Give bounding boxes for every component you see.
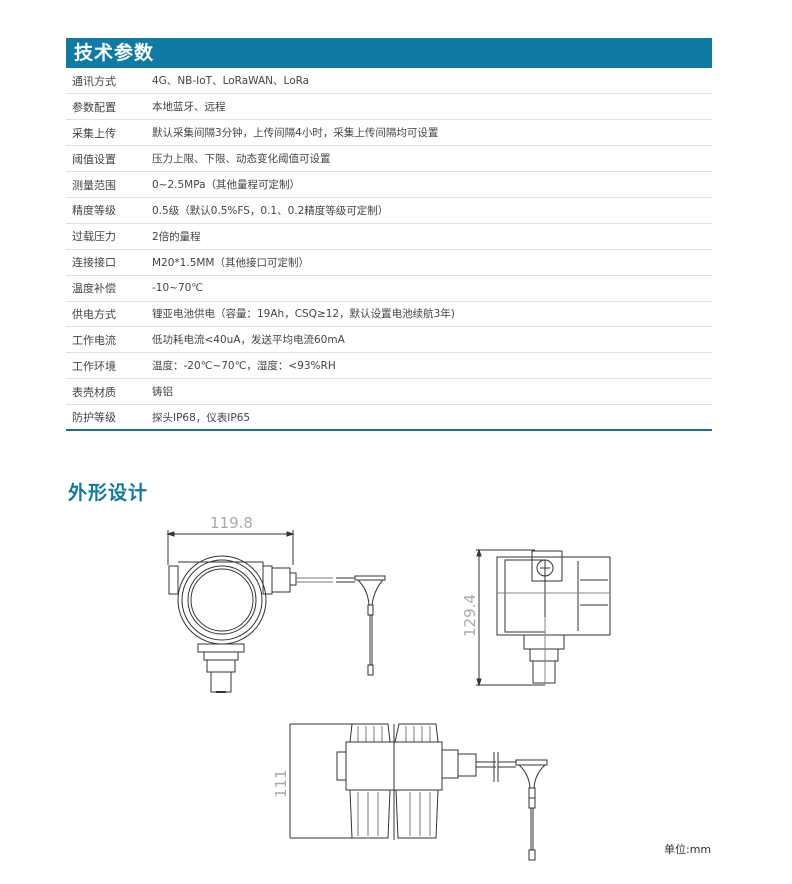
spec-label: 参数配置 [72, 100, 116, 114]
spec-row: 表壳材质 铸铝 [66, 379, 712, 405]
spec-value: 默认采集间隔3分钟，上传间隔4小时，采集上传间隔均可设置 [152, 127, 439, 140]
spec-value: 压力上限、下限、动态变化阈值可设置 [152, 153, 331, 166]
spec-row: 连接接口 M20*1.5MM（其他接口可定制） [66, 249, 712, 276]
spec-value: -10~70℃ [152, 282, 204, 295]
spec-value: 本地蓝牙、远程 [152, 101, 226, 114]
spec-row: 过载压力 2倍的量程 [66, 223, 712, 250]
spec-label: 温度补偿 [72, 282, 116, 296]
spec-row: 防护等级 探头IP68，仪表IP65 [66, 405, 712, 431]
spec-row: 通讯方式 4G、NB-IoT、LoRaWAN、LoRa [66, 68, 712, 94]
spec-value: 0~2.5MPa（其他量程可定制） [152, 179, 301, 191]
spec-value: 低功耗电流<40uA，发送平均电流60mA [152, 334, 345, 347]
spec-label: 测量范围 [72, 178, 116, 192]
spec-label: 通讯方式 [72, 74, 116, 88]
spec-row: 参数配置 本地蓝牙、远程 [66, 94, 712, 120]
spec-value: 探头IP68，仪表IP65 [152, 411, 251, 424]
spec-value: M20*1.5MM（其他接口可定制） [152, 256, 309, 269]
spec-label: 连接接口 [72, 256, 116, 270]
front-view-drawing: 119.8 [166, 514, 386, 693]
spec-label: 表壳材质 [72, 385, 116, 399]
spec-row: 阈值设置 压力上限、下限、动态变化阈值可设置 [66, 146, 712, 172]
spec-value: 锂亚电池供电（容量：19Ah，CSQ≥12，默认设置电池续航3年) [152, 308, 455, 321]
top-view-drawing: 111 [272, 723, 548, 861]
spec-row: 采集上传 默认采集间隔3分钟，上传间隔4小时，采集上传间隔均可设置 [66, 120, 712, 146]
spec-value: 4G、NB-IoT、LoRaWAN、LoRa [152, 75, 310, 88]
spec-label: 采集上传 [72, 126, 116, 140]
spec-label: 防护等级 [72, 411, 116, 425]
spec-row: 工作电流 低功耗电流<40uA，发送平均电流60mA [66, 327, 712, 353]
spec-label: 精度等级 [72, 204, 116, 218]
spec-row: 精度等级 0.5级（默认0.5%FS，0.1、0.2精度等级可定制） [66, 197, 712, 224]
top-height-dimension: 111 [272, 769, 290, 798]
spec-row: 测量范围 0~2.5MPa（其他量程可定制） [66, 172, 712, 198]
spec-header: 技术参数 [66, 38, 712, 68]
spec-value: 2倍的量程 [152, 230, 201, 243]
side-view-drawing: 129.4 [461, 548, 611, 687]
spec-row: 供电方式 锂亚电池供电（容量：19Ah，CSQ≥12，默认设置电池续航3年) [66, 301, 712, 327]
spec-value: 0.5级（默认0.5%FS，0.1、0.2精度等级可定制） [152, 204, 389, 217]
spec-table: 通讯方式 4G、NB-IoT、LoRaWAN、LoRa 参数配置 本地蓝牙、远程 采… [66, 68, 712, 431]
unit-label: 单位:mm [664, 843, 712, 856]
spec-label: 供电方式 [72, 307, 116, 321]
spec-row: 工作环境 温度：-20℃~70℃，湿度：<93%RH [66, 353, 712, 379]
spec-label: 过载压力 [72, 230, 116, 244]
spec-label: 工作电流 [72, 333, 116, 347]
spec-value: 铸铝 [152, 386, 173, 399]
spec-section: 技术参数 通讯方式 4G、NB-IoT、LoRaWAN、LoRa 参数配置 本地蓝牙… [66, 38, 712, 431]
front-width-dimension: 119.8 [210, 514, 253, 532]
spec-row: 温度补偿 -10~70℃ [66, 275, 712, 302]
design-heading: 外形设计 [68, 482, 149, 504]
spec-value: 温度：-20℃~70℃，湿度：<93%RH [152, 360, 336, 373]
spec-label: 阈值设置 [72, 152, 116, 166]
spec-label: 工作环境 [72, 359, 116, 373]
side-height-dimension: 129.4 [461, 594, 479, 637]
